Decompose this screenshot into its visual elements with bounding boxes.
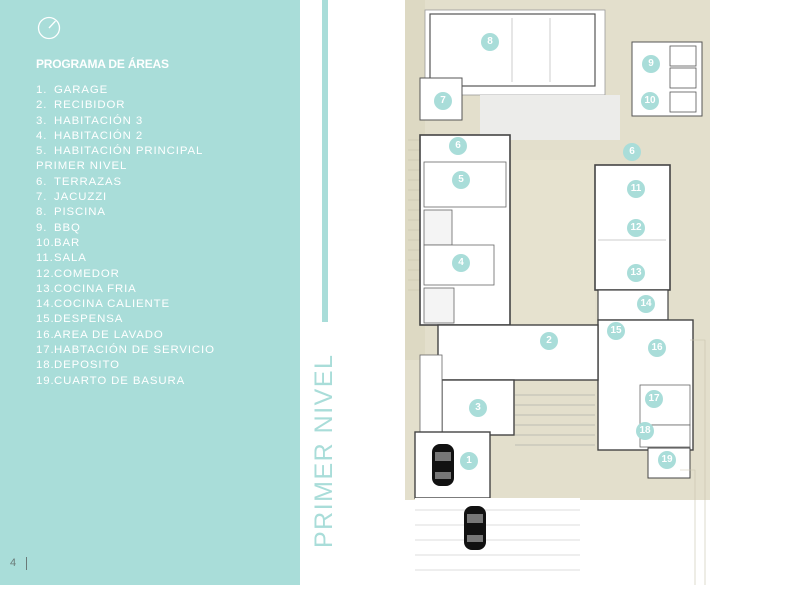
page-number-divider — [26, 557, 27, 570]
area-list-item: 2. RECIBIDOR — [36, 98, 215, 113]
plan-marker: 6 — [449, 137, 467, 155]
area-list-item: 6. TERRAZAS — [36, 175, 215, 190]
area-number: 12. — [36, 267, 55, 280]
area-list-item: 18.DEPOSITO — [36, 358, 215, 373]
area-number: 19. — [36, 374, 55, 387]
logo-icon — [37, 16, 61, 40]
area-number: 10. — [36, 236, 55, 249]
area-label: PISCINA — [54, 206, 106, 219]
area-label: BBQ — [54, 221, 81, 234]
area-list-item: 7. JACUZZI — [36, 190, 215, 205]
area-list-item: 3. HABITACIÓN 3 — [36, 114, 215, 129]
area-number: 2. — [36, 99, 48, 112]
area-list-item: 11.SALA — [36, 251, 215, 266]
plan-marker: 2 — [540, 332, 558, 350]
area-number: 5. — [36, 145, 48, 158]
area-label: SALA — [54, 252, 87, 265]
plan-marker: 14 — [637, 295, 655, 313]
area-number: 9. — [36, 221, 48, 234]
area-label: GARAGE — [54, 84, 109, 96]
area-list-item: 8. PISCINA — [36, 205, 215, 220]
area-label: RECIBIDOR — [54, 99, 126, 112]
area-list-item: PRIMER NIVEL — [36, 159, 215, 174]
plan-marker: 10 — [641, 92, 659, 110]
plan-marker: 12 — [627, 219, 645, 237]
plan-marker: 19 — [658, 451, 676, 469]
area-label: COCINA FRIA — [54, 282, 137, 295]
vertical-title: PRIMER NIVEL — [310, 353, 338, 548]
plan-marker: 5 — [452, 171, 470, 189]
page-number: 4 — [10, 557, 17, 569]
area-list-item: 15.DESPENSA — [36, 312, 215, 327]
plan-marker: 3 — [469, 399, 487, 417]
area-number: 15. — [36, 313, 55, 326]
area-number: 16. — [36, 328, 55, 341]
floor-plan-drawing — [405, 0, 710, 585]
plan-marker: 8 — [481, 33, 499, 51]
area-number: 1. — [36, 84, 48, 96]
area-number: 11. — [36, 252, 54, 265]
area-label: JACUZZI — [54, 191, 108, 204]
plan-marker: 17 — [645, 390, 663, 408]
area-number: 18. — [36, 359, 55, 372]
section-title: PROGRAMA DE ÁREAS — [36, 57, 169, 71]
area-label: COMEDOR — [54, 267, 120, 280]
area-number: 17. — [36, 344, 55, 357]
area-list-item: 1. GARAGE — [36, 83, 215, 98]
area-list-item: 5. HABITACIÓN PRINCIPAL — [36, 144, 215, 159]
area-label: AREA DE LAVADO — [54, 328, 164, 341]
area-label: BAR — [54, 236, 81, 249]
plan-marker: 6 — [623, 143, 641, 161]
plan-marker: 1 — [460, 452, 478, 470]
area-number: 8. — [36, 206, 48, 219]
area-number: 14. — [36, 298, 55, 311]
area-number: 6. — [36, 175, 48, 188]
area-label: HABITACIÓN PRINCIPAL — [54, 145, 204, 158]
area-label: PRIMER NIVEL — [36, 160, 128, 173]
area-list-item: 14.COCINA CALIENTE — [36, 297, 215, 312]
area-list-item: 19.CUARTO DE BASURA — [36, 374, 215, 389]
plan-marker: 9 — [642, 55, 660, 73]
area-list-item: 4. HABITACIÓN 2 — [36, 129, 215, 144]
plan-marker: 4 — [452, 254, 470, 272]
area-label: HABITACIÓN 3 — [54, 114, 144, 127]
area-number: 3. — [36, 114, 48, 127]
area-number: 4. — [36, 129, 48, 142]
area-label: DESPENSA — [54, 313, 124, 326]
area-label: CUARTO DE BASURA — [54, 374, 186, 387]
plan-marker: 7 — [434, 92, 452, 110]
area-label: HABITACIÓN 2 — [54, 129, 144, 142]
area-list-item: 16.AREA DE LAVADO — [36, 328, 215, 343]
area-list-item: 12.COMEDOR — [36, 267, 215, 282]
area-label: DEPOSITO — [54, 359, 120, 372]
area-label: TERRAZAS — [54, 175, 122, 188]
plan-marker: 18 — [636, 422, 654, 440]
plan-marker: 16 — [648, 339, 666, 357]
area-list-item: 13.COCINA FRIA — [36, 282, 215, 297]
sidebar-panel: PROGRAMA DE ÁREAS 1. GARAGE 2. RECIBIDOR 3. H… — [0, 0, 300, 585]
area-label: HABTACIÓN DE SERVICIO — [54, 344, 215, 357]
area-number: 13. — [36, 282, 55, 295]
area-list-item: 17.HABTACIÓN DE SERVICIO — [36, 343, 215, 358]
area-list: 1. GARAGE 2. RECIBIDOR 3. HABITACIÓN 3 4. HABIT… — [36, 83, 215, 389]
area-list-item: 9. BBQ — [36, 221, 215, 236]
area-label: COCINA CALIENTE — [54, 298, 171, 311]
accent-vertical-line — [322, 0, 328, 322]
area-number: 7. — [36, 191, 48, 204]
plan-marker: 15 — [607, 322, 625, 340]
car-icon — [464, 506, 486, 550]
car-icon — [432, 444, 454, 486]
area-list-item: 10.BAR — [36, 236, 215, 251]
plan-marker: 13 — [627, 264, 645, 282]
plan-marker: 11 — [627, 180, 645, 198]
